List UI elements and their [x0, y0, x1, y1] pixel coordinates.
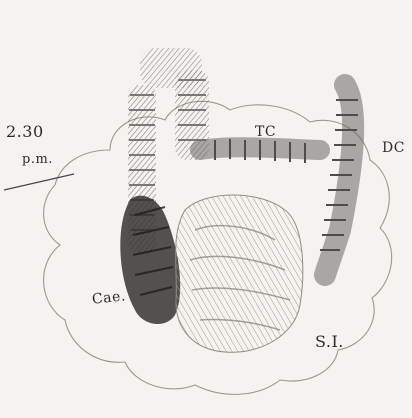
time-label: 2.30 [6, 122, 44, 141]
label-si: S.I. [315, 332, 344, 351]
label-dc: DC [382, 140, 405, 156]
transverse-colon [200, 139, 320, 163]
descending-colon [320, 85, 358, 275]
time-marker-line [4, 174, 74, 190]
time-period-label: p.m. [22, 152, 53, 167]
small-intestine [176, 195, 303, 352]
label-tc: TC [255, 124, 276, 140]
caecum [120, 196, 180, 324]
